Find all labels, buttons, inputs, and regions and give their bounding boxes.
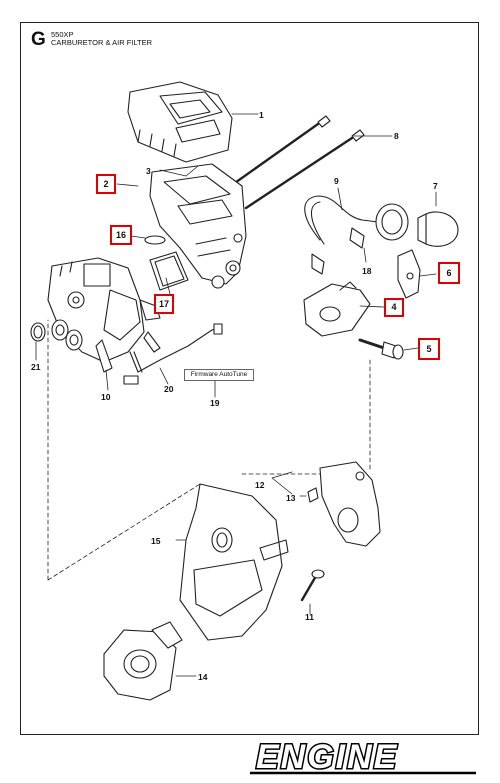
primer-bulb xyxy=(417,211,459,247)
intake-manifold-14 xyxy=(103,621,197,701)
pump-unit xyxy=(375,203,409,241)
cover-plate-15 xyxy=(175,483,289,641)
callout-10: 10 xyxy=(101,392,111,402)
drawing-frame xyxy=(20,22,479,735)
callout-19: 19 xyxy=(210,398,220,408)
bracket-6 xyxy=(397,249,421,299)
callout-2-highlighted: 2 xyxy=(96,174,116,194)
engine-logo: ENGINE ENGINE xyxy=(250,738,476,776)
callout-12: 12 xyxy=(255,480,265,490)
logo-text-fill: ENGINE xyxy=(256,738,398,776)
ring-21 xyxy=(30,322,46,342)
callout-16-highlighted: 16 xyxy=(110,225,132,245)
oring-16 xyxy=(144,235,166,245)
callout-11: 11 xyxy=(305,612,314,622)
logo-text-outline: ENGINE xyxy=(256,738,398,776)
carburetor xyxy=(47,257,161,373)
callout-4-highlighted: 4 xyxy=(384,298,404,317)
callout-8: 8 xyxy=(394,131,399,141)
callout-14: 14 xyxy=(198,672,208,682)
callout-1: 1 xyxy=(259,110,264,120)
firmware-autotune-label: Firmware AutoTune xyxy=(184,369,254,381)
callout-5-highlighted: 5 xyxy=(418,338,440,360)
callout-3: 3 xyxy=(146,166,151,176)
air-filter-cover xyxy=(127,81,233,163)
callout-18: 18 xyxy=(362,266,372,276)
callout-15: 15 xyxy=(151,536,161,546)
screw-11 xyxy=(300,569,325,615)
screw-8 xyxy=(230,115,365,210)
intake-bracket-12 xyxy=(271,461,381,547)
callout-7: 7 xyxy=(433,181,438,191)
callout-17-highlighted: 17 xyxy=(154,294,174,314)
filter-base xyxy=(149,163,247,289)
wire-harness xyxy=(123,323,223,385)
callout-13: 13 xyxy=(286,493,296,503)
section-title: CARBURETOR & AIR FILTER xyxy=(51,38,152,47)
throttle-part-4 xyxy=(303,281,371,337)
section-letter: G xyxy=(31,29,46,50)
callout-6-highlighted: 6 xyxy=(438,262,460,284)
gasket-17 xyxy=(149,251,189,291)
callout-20: 20 xyxy=(164,384,174,394)
screw-5 xyxy=(358,338,404,360)
callout-9: 9 xyxy=(334,176,339,186)
fuel-hose xyxy=(304,195,379,275)
model-name: 550XP xyxy=(51,30,74,39)
callout-21: 21 xyxy=(31,362,41,372)
